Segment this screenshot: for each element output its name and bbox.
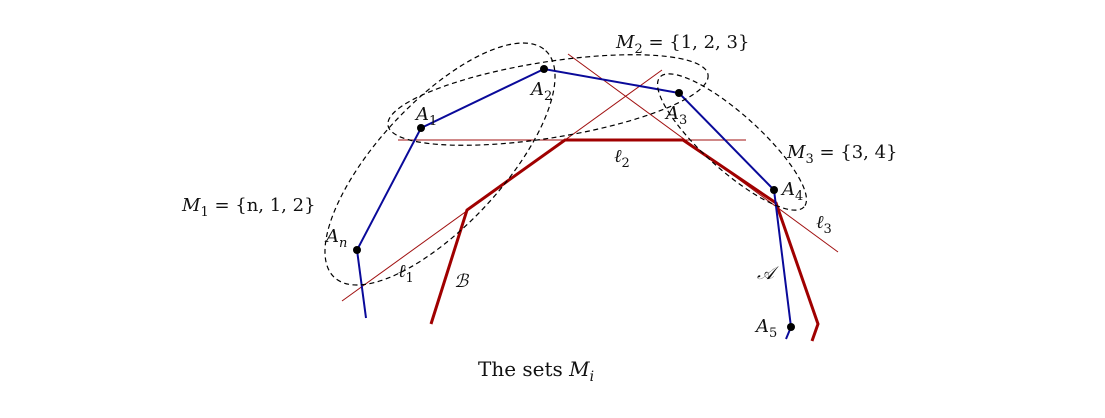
ellipse-m2 <box>387 54 709 146</box>
vertex-a5-label: A5 <box>754 316 777 341</box>
vertex-a1-dot <box>417 124 425 132</box>
vertex-a3-dot <box>675 89 683 97</box>
vertex-a4-dot <box>770 186 778 194</box>
vertex-a2-dot <box>540 65 548 73</box>
vertex-a3-label: A3 <box>664 103 687 128</box>
vertex-a4-label: A4 <box>780 179 803 204</box>
line-l3-label: ℓ3 <box>816 212 832 237</box>
set-m1-label: M1 = {n, 1, 2} <box>181 195 316 220</box>
polygon-b-label: ℬ <box>454 271 470 292</box>
vertex-a5-dot <box>787 323 795 331</box>
vertex-an-label: An <box>324 226 347 251</box>
set-m3-label: M3 = {3, 4} <box>786 142 898 167</box>
vertex-an-dot <box>353 246 361 254</box>
line-l2-label: ℓ2 <box>614 146 630 171</box>
ellipse-m3 <box>656 73 808 211</box>
figure-caption: The sets Mi <box>478 357 594 385</box>
polygon-a <box>355 67 793 340</box>
set-m2-label: M2 = {1, 2, 3} <box>615 32 749 57</box>
vertex-a2-label: A2 <box>529 79 552 104</box>
polygon-a-label: 𝒜 <box>757 263 779 284</box>
ellipse-m1 <box>324 42 556 286</box>
line-l1-label: ℓ1 <box>398 261 414 286</box>
vertex-a1-label: A1 <box>414 104 437 129</box>
polygon-b <box>429 138 820 342</box>
